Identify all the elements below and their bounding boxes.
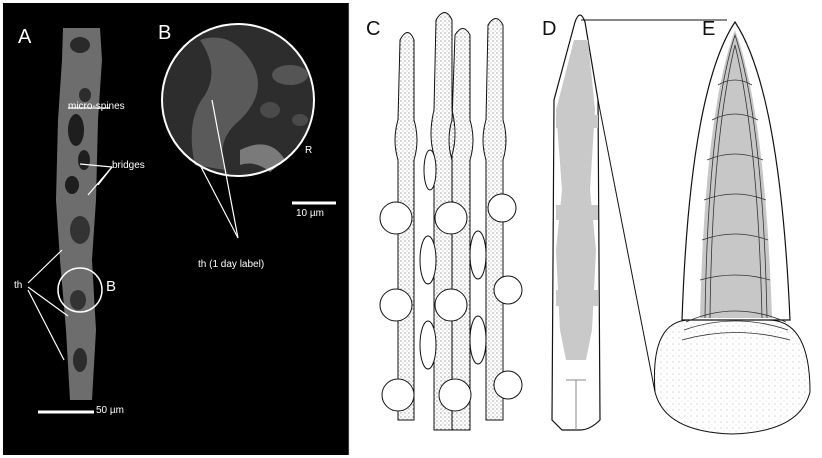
micro-spines-label: micro-spines bbox=[68, 101, 125, 112]
scale-label-b: 10 µm bbox=[296, 208, 324, 219]
b-marker-label: B bbox=[106, 278, 116, 295]
panel-label-c: C bbox=[366, 18, 380, 41]
th-day-label: th (1 day label) bbox=[198, 259, 264, 270]
panel-label-b: B bbox=[158, 22, 171, 45]
th-label: th bbox=[14, 280, 22, 291]
section-illustration bbox=[552, 15, 600, 430]
lattice-illustration bbox=[380, 13, 522, 431]
bridges-label: bridges bbox=[112, 160, 145, 171]
panel-label-a: A bbox=[18, 26, 31, 49]
panel-label-e: E bbox=[702, 18, 715, 41]
r-marker-label: R bbox=[305, 145, 312, 156]
zoom-circle bbox=[162, 24, 314, 176]
panel-label-d: D bbox=[542, 18, 556, 41]
cone-illustration bbox=[654, 22, 810, 434]
trabecular-column bbox=[56, 28, 102, 400]
scale-label-a: 50 µm bbox=[96, 405, 124, 416]
